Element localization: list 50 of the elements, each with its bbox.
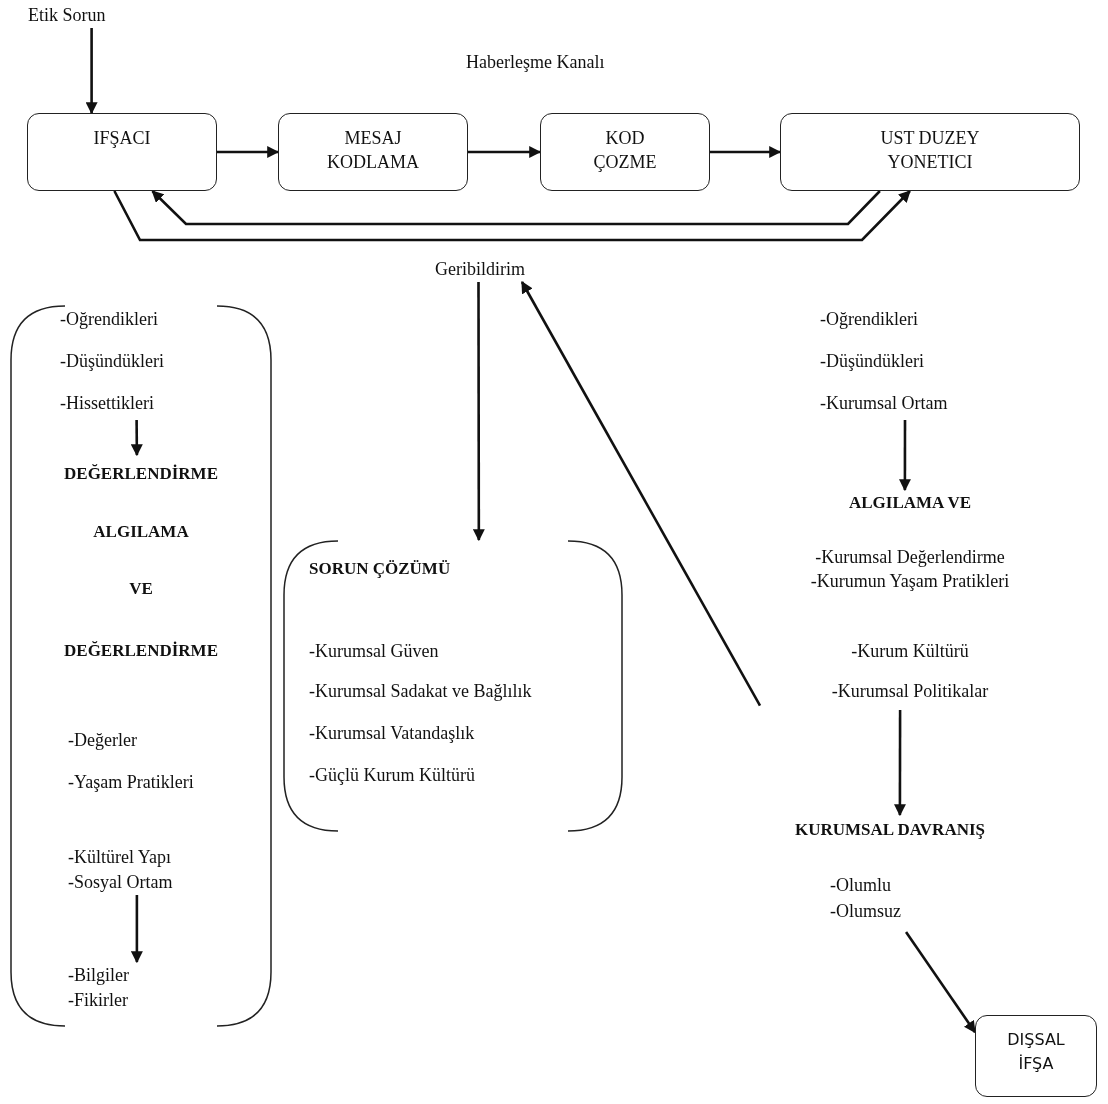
arrow bbox=[520, 280, 762, 707]
list-item: -Kurumsal Güven bbox=[309, 640, 439, 662]
arrow bbox=[151, 190, 881, 226]
list-item: -Oğrendikleri bbox=[60, 308, 158, 330]
heading: DEĞERLENDİRME bbox=[64, 640, 218, 662]
list-item: -Düşündükleri bbox=[820, 350, 924, 372]
list-item: -Olumsuz bbox=[830, 900, 901, 922]
arrow bbox=[898, 420, 911, 492]
arrow bbox=[468, 146, 542, 158]
heading: ALGILAMA VE bbox=[849, 492, 971, 514]
node-label: Geribildirim bbox=[435, 258, 525, 280]
process-box: KOD ÇOZME bbox=[540, 113, 710, 191]
heading: VE bbox=[129, 578, 153, 600]
channel-label: Haberleşme Kanalı bbox=[466, 52, 605, 73]
heading: DEĞERLENDİRME bbox=[64, 463, 218, 485]
list-item: -Kurumsal Ortam bbox=[820, 392, 948, 414]
list-item: -Kurumsal Değerlendirme bbox=[815, 546, 1005, 568]
node-label: Etik Sorun bbox=[28, 4, 106, 26]
arrow bbox=[113, 190, 911, 242]
list-item: -Sosyal Ortam bbox=[68, 871, 173, 893]
list-item: -Oğrendikleri bbox=[820, 308, 918, 330]
list-item: -Bilgiler bbox=[68, 964, 129, 986]
list-item: -Olumlu bbox=[830, 874, 891, 896]
list-item: -Kurumsal Politikalar bbox=[831, 680, 989, 702]
list-item: -Güçlü Kurum Kültürü bbox=[309, 764, 475, 786]
list-item: -Kurumsal Vatandaşlık bbox=[309, 722, 475, 744]
arrow bbox=[893, 710, 906, 817]
arrow bbox=[472, 282, 485, 542]
list-item: -Kültürel Yapı bbox=[68, 846, 171, 868]
arrow bbox=[710, 146, 782, 158]
heading: SORUN ÇÖZÜMÜ bbox=[309, 558, 451, 580]
heading: ALGILAMA bbox=[93, 521, 189, 543]
list-item: -Kurumsal Sadakat ve Bağlılık bbox=[309, 680, 532, 702]
list-item: -Kurum Kültürü bbox=[851, 640, 969, 662]
arrow bbox=[130, 895, 143, 964]
list-item: -Değerler bbox=[68, 729, 137, 751]
process-box: DIŞSAL İFŞA bbox=[975, 1015, 1097, 1097]
arrow bbox=[130, 420, 143, 457]
list-item: -Hissettikleri bbox=[60, 392, 154, 414]
list-item: -Düşündükleri bbox=[60, 350, 164, 372]
process-box: IFŞACI bbox=[27, 113, 217, 191]
arrow bbox=[85, 28, 98, 115]
process-box: UST DUZEY YONETICI bbox=[780, 113, 1080, 191]
heading: KURUMSAL DAVRANIŞ bbox=[795, 819, 985, 841]
list-item: -Fikirler bbox=[68, 989, 128, 1011]
arrow bbox=[904, 931, 977, 1034]
list-item: -Kurumun Yaşam Pratikleri bbox=[810, 570, 1010, 592]
process-box: MESAJ KODLAMA bbox=[278, 113, 468, 191]
arrow bbox=[217, 146, 280, 158]
list-item: -Yaşam Pratikleri bbox=[68, 771, 194, 793]
